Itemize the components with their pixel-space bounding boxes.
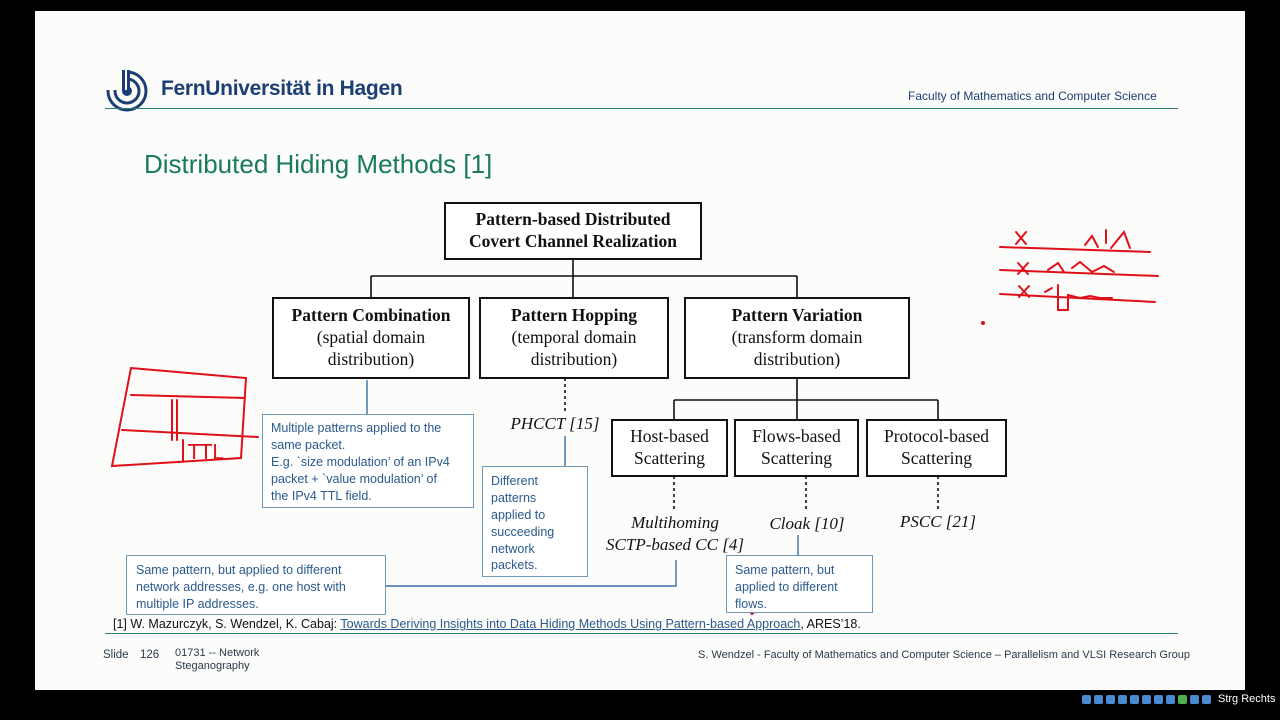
pattern-variation-node: Pattern Variation (transform domain dist… [684,297,910,379]
system-tray[interactable]: Strg Rechts [1082,693,1275,705]
slide-number: 126 [140,649,160,661]
pscc-label: PSCC [21] [899,512,977,531]
usb-icon[interactable] [1130,694,1139,704]
cloak-label: Cloak [10] [769,514,845,533]
pattern-combination-node: Pattern Combination (spatial domain dist… [272,297,470,379]
university-logo-icon [105,68,148,112]
slide-title: Distributed Hiding Methods [1] [144,149,493,179]
ttl-annotation: TTL [188,440,224,464]
host-key-label: Strg Rechts [1218,693,1276,705]
audio-icon[interactable] [1106,694,1115,704]
faculty-label: Faculty of Mathematics and Computer Scie… [908,89,1157,103]
disk-icon[interactable] [1082,694,1091,704]
network-icon[interactable] [1118,694,1127,704]
keyboard-icon[interactable] [1202,694,1211,704]
header-divider [105,108,1178,109]
reference-text: [1] W. Mazurczyk, S. Wendzel, K. Cabaj: … [113,617,861,631]
recording-icon[interactable] [1166,694,1175,704]
footer-divider [105,633,1178,634]
footer-credit: S. Wendzel - Faculty of Mathematics and … [698,649,1190,661]
mouse-integration-icon[interactable] [1190,694,1199,704]
shared-folder-icon[interactable] [1142,694,1151,704]
display-icon[interactable] [1154,694,1163,704]
cd-icon[interactable] [1094,694,1103,704]
cpu-icon[interactable] [1178,694,1187,704]
reference-link[interactable]: Towards Deriving Insights into Data Hidi… [340,617,801,631]
pattern-hopping-node: Pattern Hopping (temporal domain distrib… [479,297,669,379]
slide-label: Slide [103,649,129,661]
phcct-label: PHCCT [15] [510,414,600,433]
university-name: FernUniversität in Hagen [161,77,403,100]
